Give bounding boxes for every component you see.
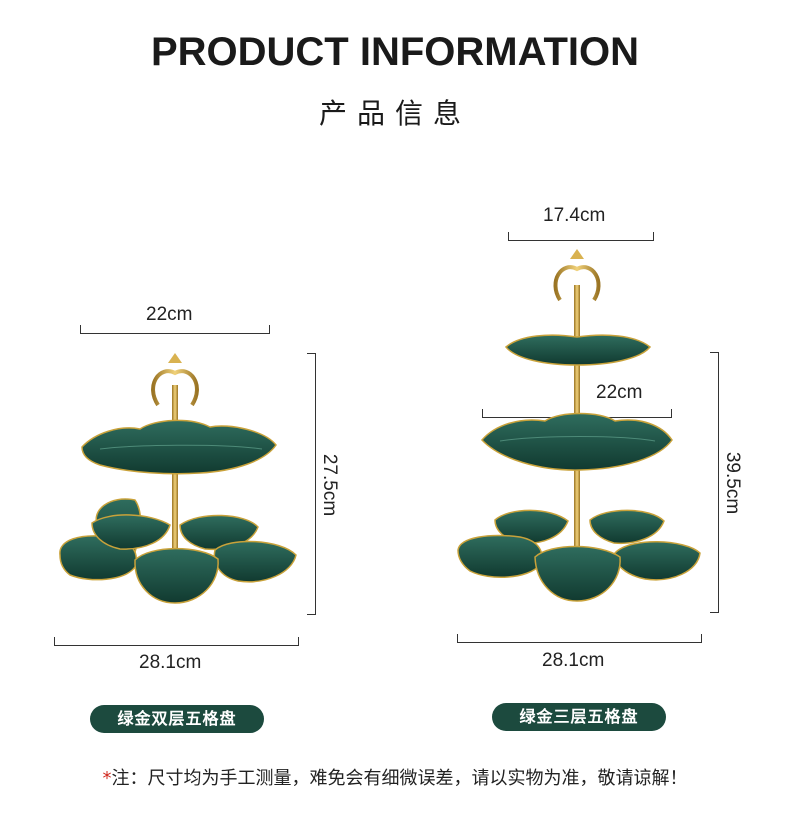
right-height-line — [710, 352, 719, 613]
right-mid-width-label: 22cm — [596, 382, 643, 403]
right-product-image — [457, 249, 701, 602]
right-top-width-line — [508, 232, 654, 241]
left-top-width-label: 22cm — [146, 304, 193, 325]
disclaimer-note: *注：尺寸均为手工测量，难免会有细微误差，请以实物为准，敬请谅解！ — [0, 764, 790, 790]
note-star: * — [102, 768, 112, 789]
right-base-width-line — [457, 634, 702, 643]
note-text: 注：尺寸均为手工测量，难免会有细微误差，请以实物为准，敬请谅解！ — [111, 768, 688, 789]
left-product-image — [59, 353, 297, 604]
right-top-width-label: 17.4cm — [543, 205, 606, 226]
page-title-en: PRODUCT INFORMATION — [150, 30, 640, 74]
right-base-width-label: 28.1cm — [542, 650, 605, 671]
left-base-width-label: 28.1cm — [139, 652, 202, 673]
right-product-label: 绿金三层五格盘 — [492, 703, 666, 731]
left-top-width-line — [80, 325, 270, 334]
left-product-label: 绿金双层五格盘 — [90, 705, 264, 733]
page-title-cn: 产品信息 — [318, 97, 471, 130]
right-height-label: 39.5cm — [722, 451, 744, 515]
left-base-width-line — [54, 637, 299, 646]
left-height-line — [307, 353, 316, 615]
left-height-label: 27.5cm — [319, 453, 341, 517]
